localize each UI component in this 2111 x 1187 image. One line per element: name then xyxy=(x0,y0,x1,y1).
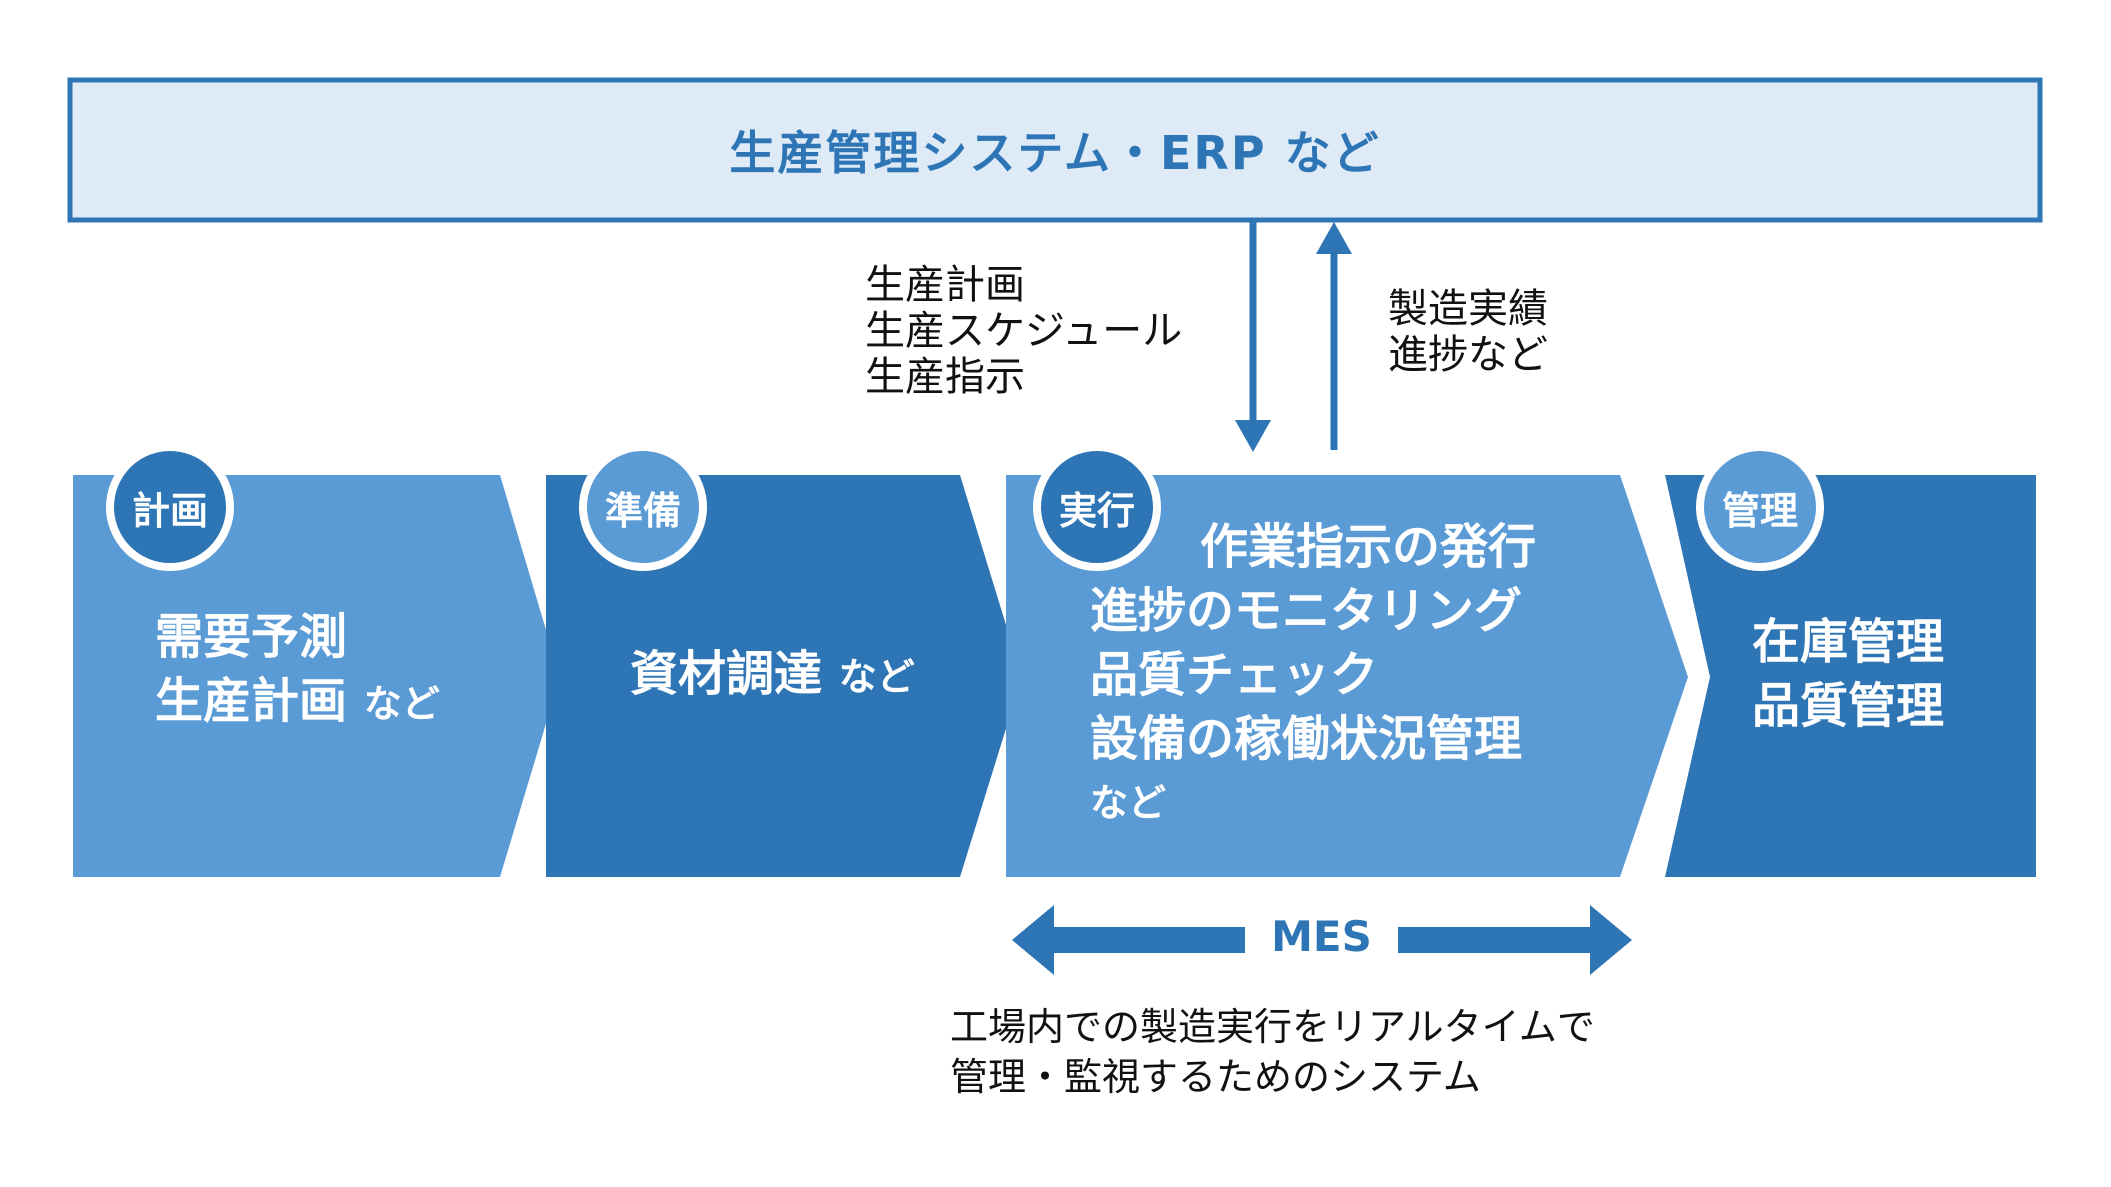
stage-prepare-text: 資材調達 など xyxy=(630,642,915,709)
stage-prepare-shape xyxy=(546,475,1022,877)
stage-plan-line-text: 生産計画 xyxy=(155,673,348,729)
mes-description-line: 管理・監視するためのシステム xyxy=(950,1055,1481,1099)
up-flow-line: 進捗など xyxy=(1388,332,1548,378)
stage-prepare-line: 資材調達 xyxy=(630,646,823,702)
stage-manage-line: 品質管理 xyxy=(1752,678,1945,734)
mes-description: 工場内での製造実行をリアルタイムで 管理・監視するためのシステム xyxy=(950,1002,1595,1102)
down-flow-line: 生産スケジュール xyxy=(865,308,1183,354)
stage-plan-line: 需要予測 xyxy=(155,609,348,665)
down-flow-labels: 生産計画 生産スケジュール 生産指示 xyxy=(865,262,1182,400)
down-arrow xyxy=(1235,222,1271,452)
mes-double-arrow xyxy=(1012,905,1632,975)
down-flow-line: 生産指示 xyxy=(865,354,1025,400)
stage-execute-suffix: など xyxy=(1090,781,1167,825)
up-flow-line: 製造実績 xyxy=(1388,286,1548,332)
stage-plan-suffix: など xyxy=(363,682,440,726)
stage-execute-line: 設備の稼働状況管理 xyxy=(1090,711,1523,767)
stage-plan-text: 需要予測 生産計画 など xyxy=(155,605,440,736)
stage-manage-text: 在庫管理 品質管理 xyxy=(1752,610,1944,738)
stage-prepare-suffix: など xyxy=(838,655,915,699)
mes-label: MES xyxy=(1271,912,1372,961)
stage-execute-line: 品質チェック xyxy=(1090,647,1379,703)
badge-manage: 管理 xyxy=(1696,443,1824,571)
mes-description-line: 工場内での製造実行をリアルタイムで xyxy=(950,1005,1595,1049)
badge-prepare: 準備 xyxy=(579,443,707,571)
erp-box xyxy=(67,77,2043,223)
up-flow-labels: 製造実績 進捗など xyxy=(1388,286,1548,378)
stage-manage-shape xyxy=(1665,475,2036,877)
stage-manage-line: 在庫管理 xyxy=(1752,614,1945,670)
stage-execute-shape xyxy=(1006,475,1688,877)
badge-execute: 実行 xyxy=(1033,443,1161,571)
erp-label: 生産管理システム・ERP など xyxy=(729,126,1381,180)
stage-execute-text: 作業指示の発行 進捗のモニタリング 品質チェック 設備の稼働状況管理 など xyxy=(1090,515,1536,835)
up-arrow xyxy=(1316,222,1352,450)
badge-plan: 計画 xyxy=(106,443,234,571)
stage-plan-shape xyxy=(73,475,560,877)
stage-execute-line: 進捗のモニタリング xyxy=(1090,583,1523,639)
stage-execute-line: 作業指示の発行 xyxy=(1200,519,1537,575)
down-flow-line: 生産計画 xyxy=(865,262,1025,308)
stage-plan-line: 生産計画 など xyxy=(155,669,440,736)
